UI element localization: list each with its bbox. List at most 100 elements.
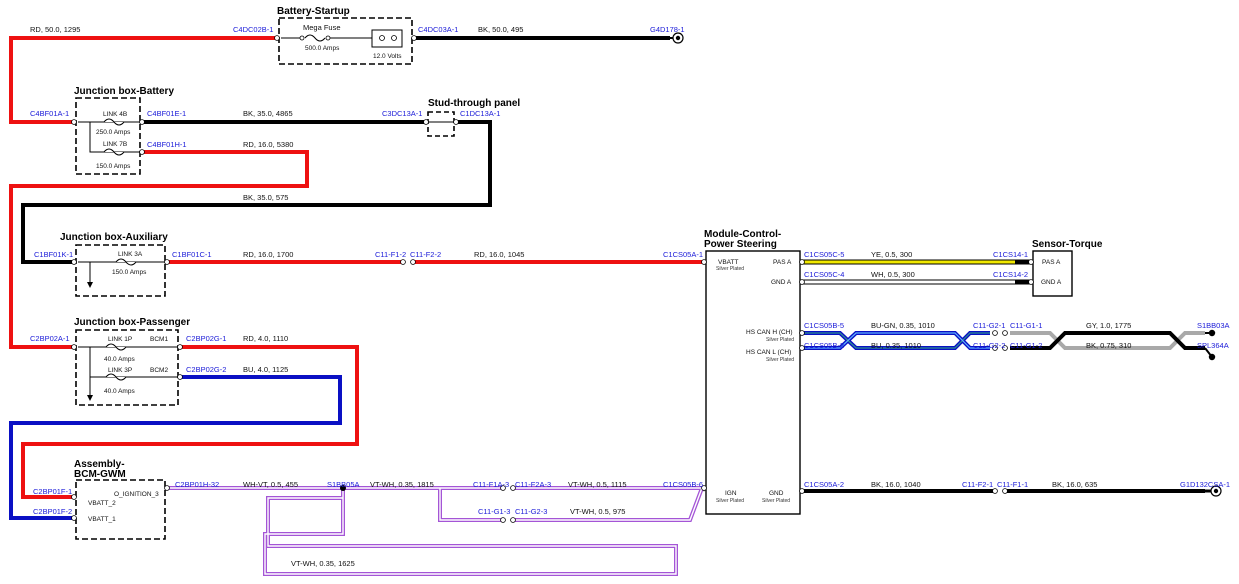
wire-can-gray-black — [1010, 331, 1205, 350]
module-pas-a: PAS A — [773, 259, 792, 266]
module-ign-plating: Silver Plated — [716, 498, 744, 504]
connector-c2bp01f2: C2BP01F-2 — [33, 507, 72, 516]
stud-through-panel: Stud-through panel — [427, 98, 520, 137]
connector-c1cs05b-2: C1CS05B-2 — [804, 341, 844, 350]
module-title-2: Power Steering — [704, 239, 777, 250]
wire-ignition-violet — [167, 486, 704, 576]
wire-can-twisted-pair — [802, 331, 990, 350]
wire-battery-feed-red — [9, 36, 275, 124]
wire-label-wh-05-300: WH, 0.5, 300 — [871, 270, 915, 279]
connector-c1cs14-1: C1CS14-1 — [993, 250, 1028, 259]
bcm1-label: BCM1 — [150, 336, 168, 343]
assembly-bcm-gwm: Assembly- BCM-GWM O_IGNITION_3 VBATT_2 V… — [74, 459, 166, 540]
ground-g4d178-icon — [670, 32, 684, 44]
mega-fuse-label: Mega Fuse — [303, 23, 341, 32]
module-can-h-plating: Silver Plated — [766, 337, 794, 343]
connector-c11f2-2: C11-F2-2 — [410, 250, 441, 259]
connector-c3dc13a: C3DC13A-1 — [382, 109, 422, 118]
connector-c2bp02g1: C2BP02G-1 — [186, 334, 226, 343]
wire-label-rd-50-1295: RD, 50.0, 1295 — [30, 25, 80, 34]
connector-g1d132csa: G1D132CSA-1 — [1180, 480, 1230, 489]
link-4b-rating: 250.0 Amps — [96, 129, 131, 136]
connector-c1cs14-2: C1CS14-2 — [993, 270, 1028, 279]
connector-c4bf01a: C4BF01A-1 — [30, 109, 69, 118]
link-7b-rating: 150.0 Amps — [96, 163, 131, 170]
connector-c11g2-1: C11-G2-1 — [973, 321, 1005, 330]
ground-g1d132csa-icon — [1205, 485, 1222, 497]
wire-label-rd-4-1110: RD, 4.0, 1110 — [243, 334, 288, 343]
junction-box-battery: Junction box-Battery LINK 4B 250.0 Amps … — [74, 86, 174, 175]
connector-c1bf01k: C1BF01K-1 — [34, 250, 73, 259]
module-vbatt-plating: Silver Plated — [716, 266, 744, 272]
connector-c2bp02a: C2BP02A-1 — [30, 334, 70, 343]
sensor-title: Sensor-Torque — [1032, 239, 1103, 250]
module-hs-can-l: HS CAN L (CH) — [746, 349, 791, 356]
wire-label-bugn-035-1010: BU-GN, 0.35, 1010 — [871, 321, 935, 330]
bcm-vbatt-2: VBATT_2 — [88, 500, 116, 507]
connector-s1bb05a: S1BB05A — [327, 480, 360, 489]
connector-c11f2a-3: C11-F2A-3 — [515, 480, 551, 489]
splice-s1bb05a-icon — [340, 485, 346, 491]
wire-label-rd-16-5380: RD, 16.0, 5380 — [243, 140, 293, 149]
link-3p-rating: 40.0 Amps — [104, 388, 135, 395]
wire-labels: RD, 50.0, 1295 BK, 50.0, 495 BK, 35.0, 4… — [30, 25, 1131, 568]
battery-icon — [371, 29, 403, 48]
link-4b-label: LINK 4B — [103, 111, 127, 118]
connector-c1dc13a: C1DC13A-1 — [460, 109, 500, 118]
fuse-symbol-icon — [115, 258, 137, 266]
fuse-symbol-icon — [105, 373, 127, 381]
connector-c4bf01e: C4BF01E-1 — [147, 109, 186, 118]
connector-s1bb03a: S1BB03A — [1197, 321, 1230, 330]
wire-label-ye-05-300: YE, 0.5, 300 — [871, 250, 912, 259]
module-vbatt: VBATT — [718, 259, 738, 266]
fuse-symbol-icon — [304, 34, 326, 42]
connector-c11f1-2: C11-F1-2 — [375, 250, 406, 259]
module-power-steering: Module-Control- Power Steering VBATT Sil… — [704, 229, 801, 515]
wire-label-bu-035-1010: BU, 0.35, 1010 — [871, 341, 921, 350]
wire-label-bk-075-310: BK, 0.75, 310 — [1086, 341, 1131, 350]
wire-sensor-black-stub — [1015, 260, 1030, 284]
connector-c11g1-1: C11-G1-1 — [1010, 321, 1042, 330]
bcm-o-ignition: O_IGNITION_3 — [114, 491, 159, 498]
wire-label-bk-16-1040: BK, 16.0, 1040 — [871, 480, 921, 489]
connector-c1cs05b-5: C1CS05B-5 — [804, 321, 844, 330]
battery-startup: Battery-Startup Mega Fuse 500.0 Amps 12.… — [277, 6, 413, 65]
jb-auxiliary-title: Junction box-Auxiliary — [60, 232, 168, 243]
module-can-l-plating: Silver Plated — [766, 357, 794, 363]
connector-c11f1-1: C11-F1-1 — [997, 480, 1028, 489]
connector-c11g2-2: C11-G2-2 — [973, 341, 1005, 350]
link-7b-label: LINK 7B — [103, 141, 127, 148]
link-1p-label: LINK 1P — [108, 336, 132, 343]
wire-label-gy-1-1775: GY, 1.0, 1775 — [1086, 321, 1131, 330]
module-hs-can-h: HS CAN H (CH) — [746, 329, 793, 336]
ground-arrow-icon — [87, 282, 93, 288]
connector-c1cs05c-4: C1CS05C-4 — [804, 270, 844, 279]
connector-c11f1a-3: C11-F1A-3 — [473, 480, 509, 489]
battery-startup-title: Battery-Startup — [277, 6, 350, 17]
wire-label-rd-16-1045: RD, 16.0, 1045 — [474, 250, 524, 259]
bcm2-label: BCM2 — [150, 367, 168, 374]
sensor-torque: Sensor-Torque PAS A GND A — [1032, 239, 1103, 297]
module-gnd: GND — [769, 490, 784, 497]
module-gnd-a: GND A — [771, 279, 792, 286]
wire-label-rd-16-1700: RD, 16.0, 1700 — [243, 250, 293, 259]
connector-c2bp01h: C2BP01H-32 — [175, 480, 219, 489]
link-3a-label: LINK 3A — [118, 251, 143, 258]
link-3a-rating: 150.0 Amps — [112, 269, 147, 276]
wire-label-bu-4-1125: BU, 4.0, 1125 — [243, 365, 288, 374]
fuse-symbol-icon — [105, 343, 127, 351]
connector-c4bf01h: C4BF01H-1 — [147, 140, 187, 149]
connector-c11g2-3: C11-G2-3 — [515, 507, 547, 516]
connector-c11f2-1: C11-F2-1 — [962, 480, 993, 489]
fuse-symbol-icon — [103, 148, 125, 156]
wire-label-bk-50-495: BK, 50.0, 495 — [478, 25, 523, 34]
pin-terminals — [71, 35, 1034, 523]
bcm-title-1: Assembly- — [74, 459, 125, 470]
link-1p-rating: 40.0 Amps — [104, 356, 135, 363]
wire-label-vtwh-035-1625: VT-WH, 0.35, 1625 — [291, 559, 355, 568]
junction-box-auxiliary: Junction box-Auxiliary LINK 3A 150.0 Amp… — [60, 232, 168, 297]
jb-passenger-title: Junction box-Passenger — [74, 317, 190, 328]
battery-volts: 12.0 Volts — [373, 53, 402, 60]
ground-arrow-icon — [87, 395, 93, 401]
